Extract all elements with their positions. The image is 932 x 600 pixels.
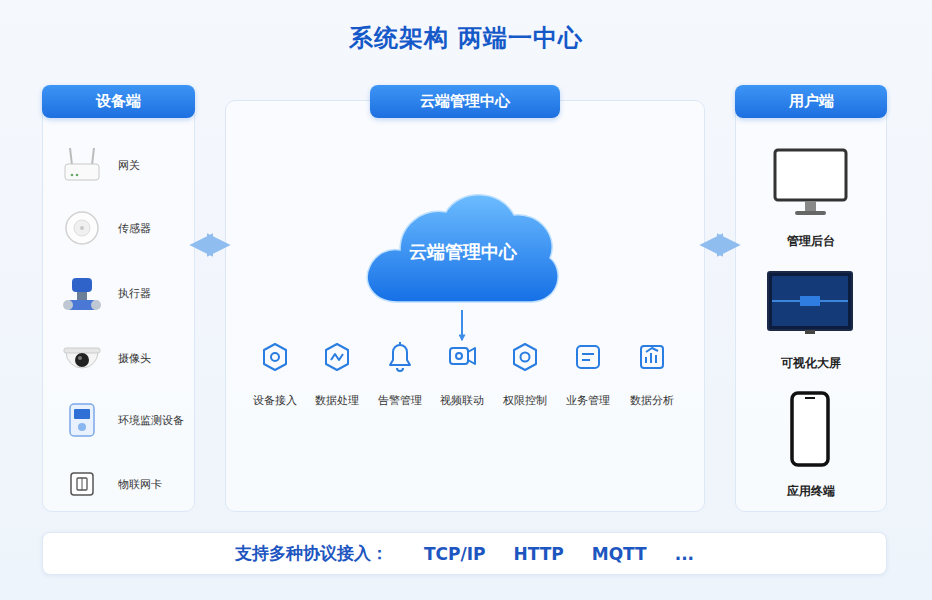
- device-item: 环境监测设备: [50, 400, 192, 440]
- module-item: 业务管理: [557, 340, 619, 408]
- device-item: 物联网卡: [50, 464, 192, 504]
- protocol-name: ...: [675, 544, 694, 564]
- device-item: 传感器: [50, 208, 192, 248]
- node-label: 网关: [118, 158, 140, 173]
- node-label: 摄像头: [118, 351, 151, 366]
- node-label: 物联网卡: [118, 477, 162, 492]
- module-item: 视频联动: [431, 340, 493, 408]
- panel-heading: 用户端: [735, 85, 887, 118]
- node-label: 数据处理: [315, 393, 359, 408]
- device-item: 网关: [50, 145, 192, 185]
- user-terminal: 应用终端: [755, 385, 867, 500]
- panel-band: 云端管理中心云端管理中心设备接入数据处理告警管理视频联动权限控制业务管理数据分析: [225, 85, 705, 512]
- panel-heading: 云端管理中心: [370, 85, 560, 118]
- module-item: 数据处理: [306, 340, 368, 408]
- protocol-name: MQTT: [592, 544, 647, 564]
- diagram-title: 系统架构 两端一中心: [0, 22, 932, 54]
- node-label: 设备接入: [253, 393, 297, 408]
- node-label: 传感器: [118, 221, 151, 236]
- user-terminal: 可视化大屏: [755, 265, 867, 372]
- node-label: 管理后台: [787, 233, 835, 250]
- protocol-name: HTTP: [513, 544, 563, 564]
- panel-band: 设备端网关传感器执行器摄像头环境监测设备物联网卡: [42, 85, 195, 512]
- device-item: 摄像头: [50, 338, 192, 378]
- protocol-name: TCP/IP: [424, 544, 486, 564]
- double-arrow: [199, 242, 221, 248]
- protocol-bar: 支持多种协议接入： TCP/IP HTTP MQTT...: [42, 532, 887, 575]
- node-label: 可视化大屏: [781, 355, 841, 372]
- user-terminal: 管理后台: [755, 140, 867, 250]
- node-label: 权限控制: [503, 393, 547, 408]
- module-item: 设备接入: [244, 340, 306, 408]
- module-item: 告警管理: [369, 340, 431, 408]
- bar-heading: 支持多种协议接入：: [235, 542, 388, 565]
- double-arrow: [709, 242, 731, 248]
- panel-band: 用户端管理后台可视化大屏应用终端: [735, 85, 887, 512]
- node-label: 告警管理: [378, 393, 422, 408]
- device-item: 执行器: [50, 273, 192, 313]
- node-label: 云端管理中心: [409, 240, 517, 264]
- node-label: 视频联动: [440, 393, 484, 408]
- node-label: 执行器: [118, 286, 151, 301]
- node-label: 数据分析: [630, 393, 674, 408]
- module-item: 数据分析: [621, 340, 683, 408]
- cloud-shape: 云端管理中心: [358, 180, 568, 310]
- node-label: 应用终端: [787, 483, 835, 500]
- node-label: 环境监测设备: [118, 413, 184, 428]
- module-item: 权限控制: [494, 340, 556, 408]
- node-label: 业务管理: [566, 393, 610, 408]
- panel-heading: 设备端: [42, 85, 195, 118]
